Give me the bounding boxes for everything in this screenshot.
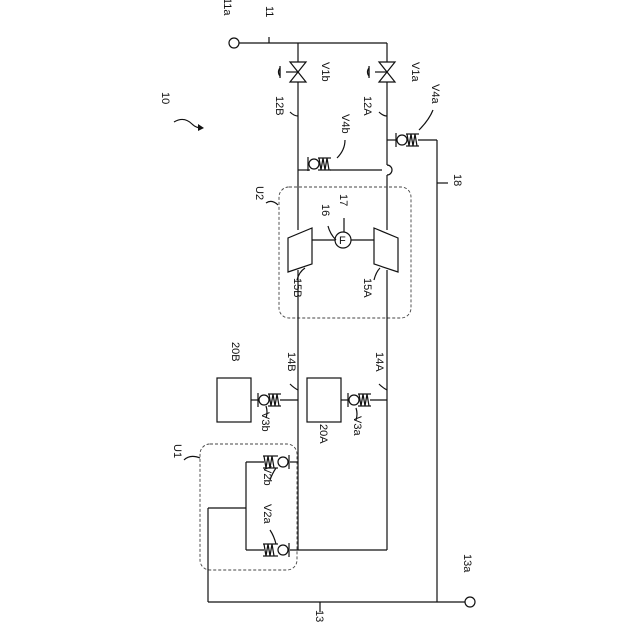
label-11a: 11a (221, 0, 233, 16)
label-15B: 15B (291, 278, 303, 298)
leader-10-arrow (198, 124, 204, 131)
leader-V2a (270, 530, 276, 544)
label-14B: 14B (285, 352, 297, 372)
leader-16 (328, 226, 336, 240)
label-U2: U2 (253, 186, 265, 200)
label-V3b: V3b (259, 412, 271, 432)
label-13a: 13a (461, 554, 473, 573)
valve-V4b (308, 157, 331, 171)
leader-V4b (337, 140, 345, 158)
label-10: 10 (159, 92, 171, 104)
label-motor-F: F (339, 235, 346, 247)
label-V2b: V2b (261, 466, 273, 486)
device-20B (217, 378, 251, 422)
leader-12B (290, 112, 298, 116)
label-13: 13 (313, 610, 325, 622)
valve-V1a (367, 62, 395, 82)
label-V4a: V4a (429, 84, 441, 104)
valve-V2a (263, 543, 289, 557)
label-V4b: V4b (339, 114, 351, 134)
valve-V1b (278, 62, 306, 82)
leader-U2 (266, 201, 278, 205)
port-11a (229, 38, 239, 48)
valve-V3b (258, 393, 281, 407)
leader-14A (379, 384, 387, 390)
port-13a (465, 597, 475, 607)
leader-V4a (419, 110, 433, 130)
label-15A: 15A (361, 278, 373, 298)
valve-V3a (348, 393, 371, 407)
leader-14B (290, 384, 298, 390)
label-11: 11 (263, 6, 275, 17)
label-U1: U1 (171, 444, 183, 458)
label-18: 18 (451, 174, 463, 186)
label-V1b: V1b (319, 62, 331, 82)
label-V1a: V1a (409, 62, 421, 82)
label-16: 16 (319, 204, 331, 216)
label-12A: 12A (361, 96, 373, 116)
label-14A: 14A (373, 352, 385, 372)
leader-10 (174, 119, 202, 128)
label-V3a: V3a (351, 416, 363, 436)
compressor-15A (374, 228, 398, 272)
leader-U1 (184, 456, 200, 460)
label-12B: 12B (273, 96, 285, 116)
label-17: 17 (337, 194, 349, 206)
leader-15A (374, 268, 380, 280)
label-V2a: V2a (261, 504, 273, 524)
leader-12A (379, 112, 387, 116)
label-20B: 20B (229, 342, 241, 362)
compressor-15B (288, 228, 312, 272)
label-20A: 20A (317, 424, 329, 444)
pipe-12A-crossover (387, 165, 392, 175)
valve-V4a (396, 133, 419, 147)
device-20A (307, 378, 341, 422)
